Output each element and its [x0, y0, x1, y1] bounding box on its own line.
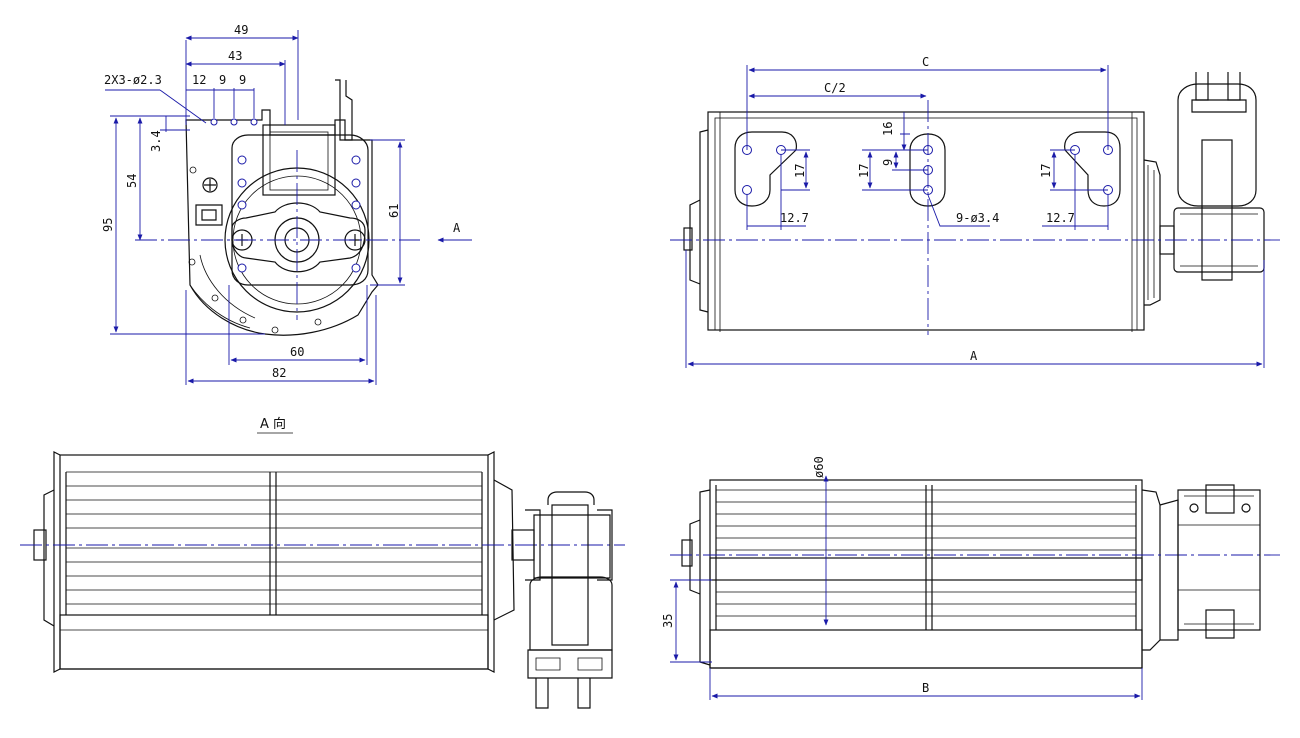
front-dim-95: 95: [101, 218, 115, 232]
bottom-dim-35: 35: [661, 614, 675, 628]
front-view: 2X3-ø2.3 49 43 12 9 9 3.4 54 95 61 60 82…: [101, 23, 472, 385]
front-dim-82: 82: [272, 366, 286, 380]
front-dim-60: 60: [290, 345, 304, 359]
front-dim-3-4: 3.4: [149, 130, 163, 152]
view-a-title: A 向: [260, 416, 286, 432]
top-dim-c-half: C/2: [824, 81, 846, 95]
view-a-blades: [65, 471, 483, 615]
view-a: A 向: [20, 416, 625, 709]
top-dim-c: C: [922, 55, 929, 69]
bottom-dimensions: [670, 475, 1143, 700]
top-dim-17-right: 17: [1039, 164, 1053, 178]
front-dimensions: [105, 30, 472, 385]
front-dim-9b: 9: [239, 73, 246, 87]
front-dim-12: 12: [192, 73, 206, 87]
top-dim-a: A: [970, 349, 978, 363]
top-dim-17-mid: 17: [857, 164, 871, 178]
bottom-view: ø60 35 B: [661, 456, 1280, 700]
top-dim-12-7-right: 12.7: [1046, 211, 1075, 225]
view-arrow-label: A: [453, 221, 461, 235]
front-holes: [210, 118, 361, 273]
bottom-dim-b: B: [922, 681, 929, 695]
front-dim-49: 49: [234, 23, 248, 37]
top-dim-16: 16: [881, 122, 895, 136]
top-holes-label: 9-ø3.4: [956, 211, 999, 225]
front-dim-9a: 9: [219, 73, 226, 87]
top-dim-12-7-left: 12.7: [780, 211, 809, 225]
front-dim-61: 61: [387, 204, 401, 218]
front-holes-label: 2X3-ø2.3: [104, 73, 162, 87]
top-view: C C/2 16 17 9 17 17 12.7 12.7 9-ø3.4 A: [670, 55, 1280, 368]
top-dimensions: [685, 65, 1265, 368]
bottom-dim-dia60: ø60: [812, 456, 826, 478]
front-dim-43: 43: [228, 49, 242, 63]
front-dim-54: 54: [125, 174, 139, 188]
top-dim-17-left: 17: [793, 164, 807, 178]
top-dim-9: 9: [881, 159, 895, 166]
